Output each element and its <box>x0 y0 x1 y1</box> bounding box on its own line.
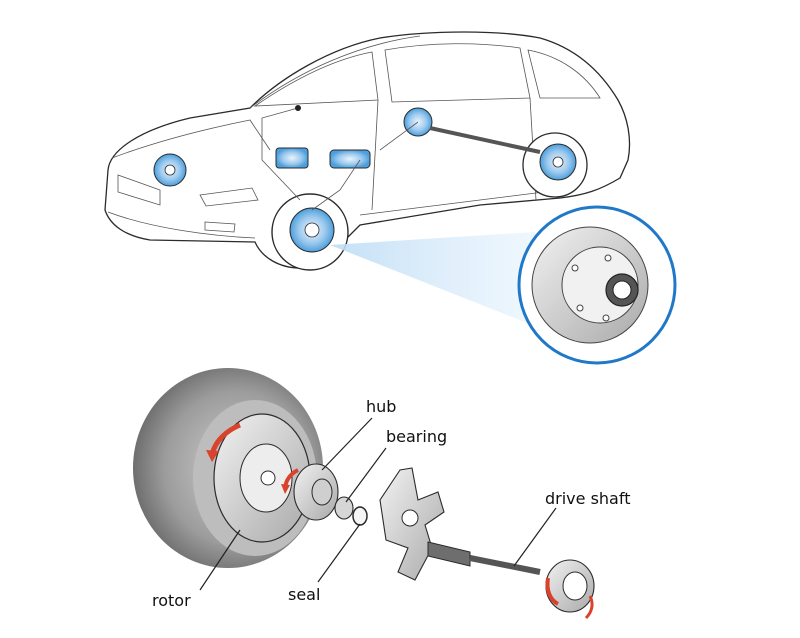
master-cylinder <box>329 149 371 169</box>
car-window-front <box>253 51 379 107</box>
brake-lines <box>261 107 419 211</box>
label-drive-shaft: drive shaft <box>545 489 630 508</box>
callout-beam <box>330 232 545 330</box>
drive-shaft <box>469 555 541 575</box>
car-window-rear <box>527 49 601 99</box>
rotation-arrow-shaft <box>545 577 560 606</box>
seal <box>352 506 368 526</box>
leader-drive-shaft <box>513 507 557 567</box>
label-rotor: rotor <box>152 591 191 610</box>
car-bumper <box>107 211 256 239</box>
car-hood <box>111 119 271 159</box>
car-grille <box>117 174 161 206</box>
leader-hub <box>321 417 373 471</box>
abs-module <box>275 147 309 169</box>
label-hub: hub <box>366 397 396 416</box>
drive-axle <box>429 126 541 154</box>
car-roof-line <box>249 35 421 109</box>
sensor-dot <box>295 105 301 111</box>
exploded-view <box>133 368 595 620</box>
car-door-line <box>371 99 379 211</box>
car-sill <box>359 189 561 216</box>
bearing <box>334 496 354 520</box>
drive-shaft-boot <box>427 541 471 567</box>
car-fog-light <box>204 221 236 233</box>
label-bearing: bearing <box>386 427 447 446</box>
leader-rotor <box>199 529 241 591</box>
leader-seal <box>317 523 361 583</box>
car-illustration <box>104 31 631 271</box>
label-seal: seal <box>288 585 320 604</box>
car-window-side <box>384 43 531 103</box>
leader-bearing <box>345 447 387 503</box>
callout-magnifier <box>517 205 677 365</box>
car-headlight <box>199 187 259 207</box>
